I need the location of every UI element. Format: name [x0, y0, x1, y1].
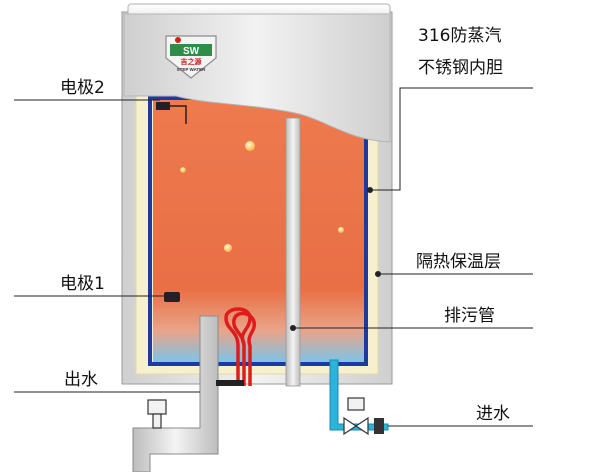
logo-brand: SW — [183, 46, 200, 57]
label-water-out: 出水 — [64, 370, 98, 390]
leader-dots — [290, 187, 381, 331]
label-water-in: 进水 — [476, 404, 510, 424]
water-body — [153, 100, 364, 362]
outlet-valve-icon — [147, 399, 167, 429]
inlet-valve-icon — [343, 397, 384, 436]
logo-tagline: STEP WATER — [177, 67, 207, 72]
inlet-pipe — [329, 359, 389, 431]
label-electrode-1: 电极1 — [60, 274, 105, 294]
logo-mark-icon — [175, 37, 181, 43]
label-drain-pipe: 排污管 — [444, 306, 495, 326]
leader-lines — [14, 87, 533, 427]
label-insulation: 隔热保温层 — [416, 252, 501, 272]
label-inner-tank-line1: 316防蒸汽 — [418, 26, 502, 46]
label-electrode-2: 电极2 — [60, 78, 105, 98]
brand-logo: SW 吉之源 STEP WATER — [165, 35, 217, 79]
drain-pipe — [285, 117, 301, 387]
label-inner-tank-line2: 不锈钢内胆 — [418, 58, 503, 78]
outlet-pipe — [132, 315, 219, 472]
heater-element — [216, 307, 256, 386]
logo-brand-cn: 吉之源 — [181, 57, 202, 66]
bubbles — [180, 141, 344, 252]
electrode-2-icon — [156, 102, 187, 124]
electrode-1-icon — [164, 292, 180, 302]
